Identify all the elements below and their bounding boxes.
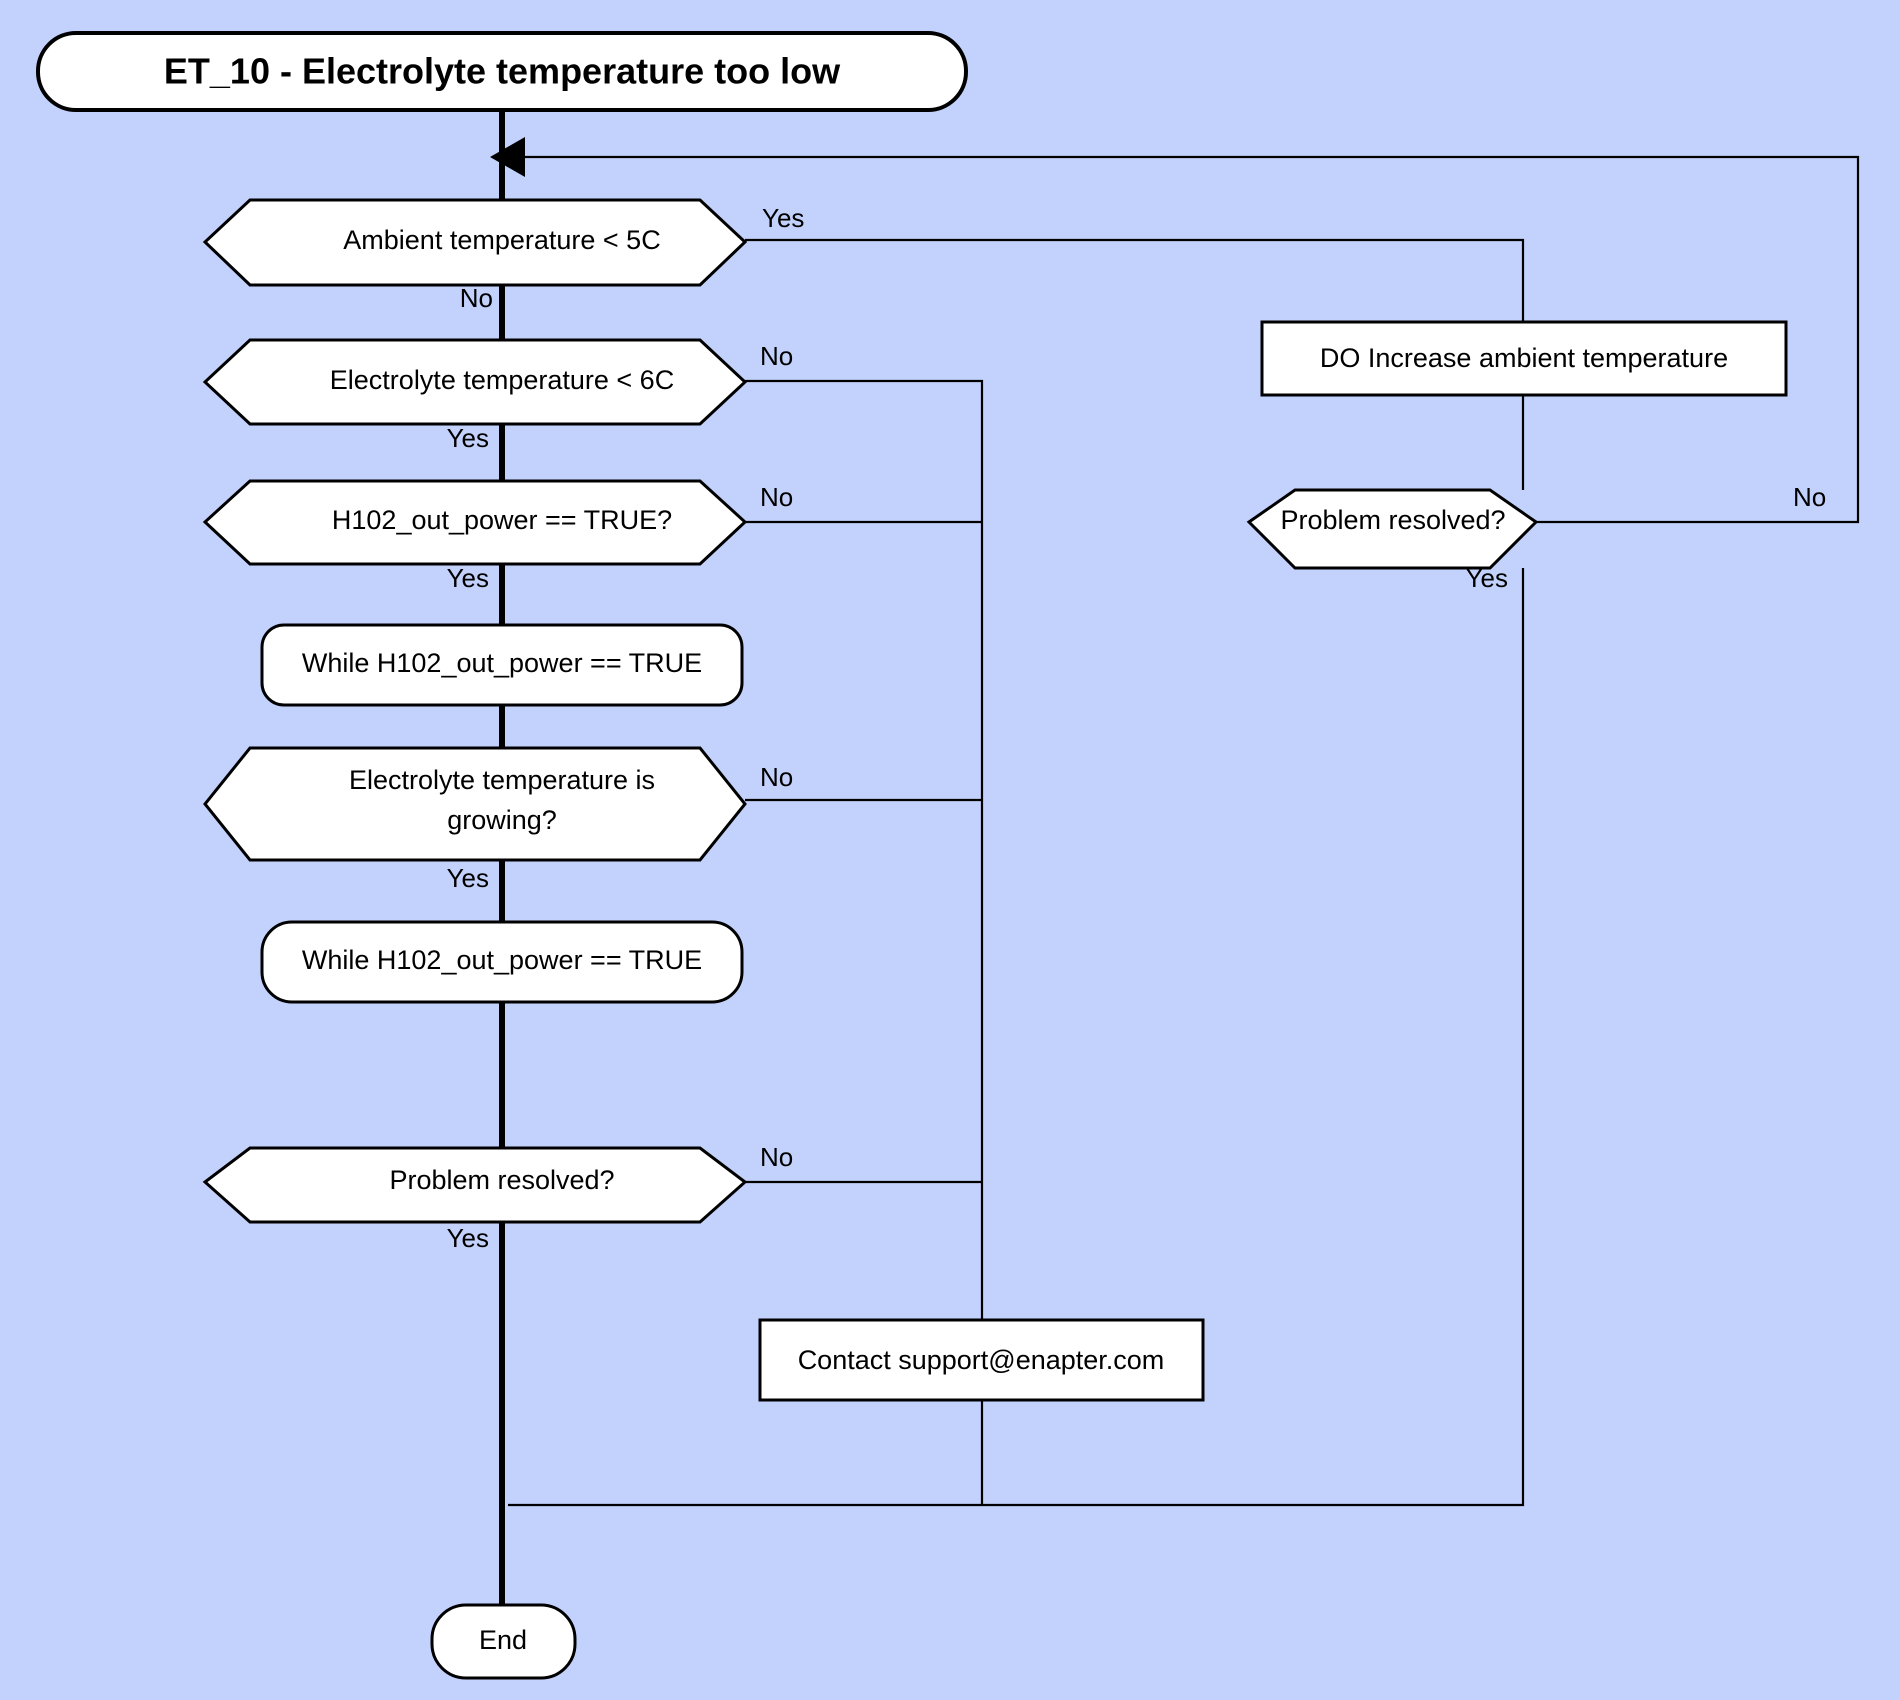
edge-resolved-right-yes bbox=[508, 568, 1525, 1507]
edge-label-ambient-no: No bbox=[460, 283, 493, 313]
edge-resolved-right-no-loopback bbox=[525, 155, 1860, 524]
loopback-arrowhead-icon bbox=[490, 137, 525, 177]
node-while-loop-1-shape bbox=[260, 623, 744, 707]
edge-label-resolved-right-no: No bbox=[1793, 482, 1826, 512]
edge-label-resolved-left-yes: Yes bbox=[447, 1223, 489, 1253]
node-ambient-temp-label: Ambient temperature < 5C bbox=[343, 225, 660, 255]
node-while-loop-2-shape bbox=[260, 920, 744, 1004]
node-problem-resolved-right-label: Problem resolved? bbox=[1280, 505, 1505, 535]
edge-label-h102-no: No bbox=[760, 482, 793, 512]
node-electrolyte-temp-shape bbox=[202, 338, 748, 426]
node-do-increase-ambient-shape bbox=[1260, 320, 1788, 397]
node-temp-growing-shape bbox=[203, 746, 747, 862]
node-h102-check-shape bbox=[202, 479, 748, 566]
node-temp-growing-label-line1: Electrolyte temperature is bbox=[349, 765, 655, 795]
node-electrolyte-temp-label: Electrolyte temperature < 6C bbox=[330, 365, 674, 395]
edge-label-electrolyte-no: No bbox=[760, 341, 793, 371]
node-ambient-temp-shape bbox=[202, 198, 748, 287]
edge-label-growing-no: No bbox=[760, 762, 793, 792]
edge-label-h102-yes: Yes bbox=[447, 563, 489, 593]
node-problem-resolved-left-label: Problem resolved? bbox=[389, 1165, 614, 1195]
node-temp-growing-label-line2: growing? bbox=[447, 805, 557, 835]
node-do-increase-ambient-label: DO Increase ambient temperature bbox=[1320, 343, 1728, 373]
node-end-shape bbox=[430, 1603, 577, 1680]
edge-label-resolved-right-yes: Yes bbox=[1466, 563, 1508, 593]
edge-label-ambient-yes: Yes bbox=[762, 203, 804, 233]
node-problem-resolved-left-shape bbox=[202, 1146, 748, 1224]
edge-electrolyte-no bbox=[745, 379, 984, 1505]
node-problem-resolved-right-shape bbox=[1246, 488, 1539, 570]
edge-label-resolved-left-no: No bbox=[760, 1142, 793, 1172]
node-end-label: End bbox=[479, 1625, 527, 1655]
node-contact-support-shape bbox=[758, 1318, 1205, 1402]
edge-ambient-yes bbox=[745, 238, 1525, 322]
edge-label-electrolyte-yes: Yes bbox=[447, 423, 489, 453]
node-title-label: ET_10 - Electrolyte temperature too low bbox=[164, 51, 841, 92]
node-h102-check-label: H102_out_power == TRUE? bbox=[332, 505, 672, 535]
node-while-loop-2-label: While H102_out_power == TRUE bbox=[302, 945, 702, 975]
edge-label-growing-yes: Yes bbox=[447, 863, 489, 893]
node-contact-support-label: Contact support@enapter.com bbox=[798, 1345, 1165, 1375]
node-title-shape bbox=[36, 31, 968, 112]
node-while-loop-1-label: While H102_out_power == TRUE bbox=[302, 648, 702, 678]
